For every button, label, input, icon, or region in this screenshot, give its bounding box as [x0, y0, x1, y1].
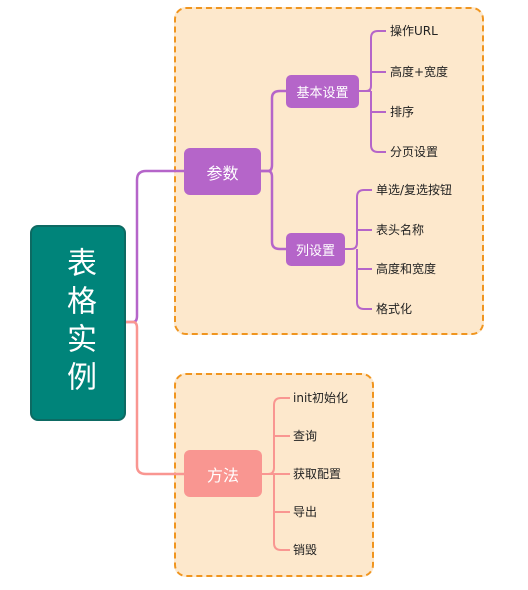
leaf-methods-1[interactable]: 查询	[293, 429, 318, 443]
leaf-basic-1[interactable]: 高度+宽度	[390, 65, 449, 79]
connector-methods-leaves	[262, 397, 290, 551]
column-settings-node[interactable]: 列设置	[286, 233, 345, 266]
leaf-basic-3[interactable]: 分页设置	[390, 145, 439, 159]
leaf-column-0[interactable]: 单选/复选按钮	[376, 183, 453, 197]
leaf-column-1[interactable]: 表头名称	[376, 223, 425, 237]
leaf-basic-0[interactable]: 操作URL	[390, 24, 438, 38]
methods-label: 方法	[206, 465, 239, 485]
leaf-methods-2[interactable]: 获取配置	[293, 467, 342, 481]
column-settings-label: 列设置	[295, 244, 335, 259]
basic-settings-label: 基本设置	[296, 86, 349, 101]
leaf-methods-3[interactable]: 导出	[293, 505, 318, 519]
methods-node[interactable]: 方法	[184, 450, 262, 497]
leaf-methods-0[interactable]: init初始化	[293, 391, 348, 405]
params-label: 参数	[206, 163, 239, 183]
connector-column-leaves	[345, 189, 372, 310]
connector-root-params	[125, 169, 185, 324]
connector-root-methods	[125, 320, 185, 476]
basic-settings-node[interactable]: 基本设置	[286, 75, 359, 108]
params-node[interactable]: 参数	[184, 148, 261, 195]
leaf-column-2[interactable]: 高度和宽度	[376, 262, 437, 276]
connector-basic-leaves	[358, 30, 386, 153]
leaf-methods-4[interactable]: 销毁	[293, 543, 318, 557]
connector-params-column	[260, 169, 287, 251]
leaf-basic-2[interactable]: 排序	[390, 105, 415, 119]
root-label: 表格实例	[61, 247, 96, 399]
leaf-column-3[interactable]: 格式化	[376, 302, 413, 316]
root-node[interactable]: 表格实例	[30, 225, 126, 421]
connector-params-basic	[260, 89, 287, 173]
